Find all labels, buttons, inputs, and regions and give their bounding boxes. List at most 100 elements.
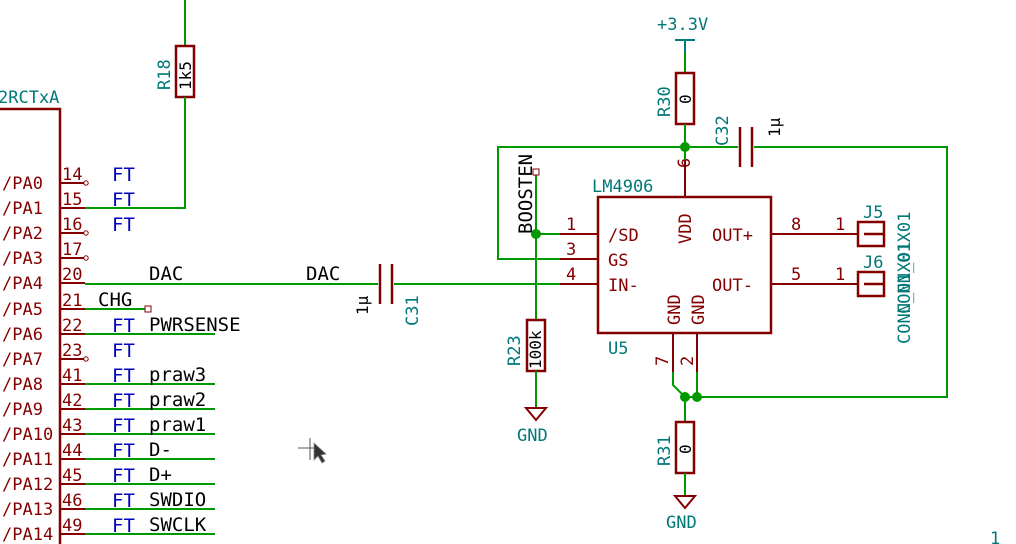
r30-resistor[interactable]: R30 0 xyxy=(655,71,696,160)
gnd-symbol-left[interactable]: GND xyxy=(517,407,549,446)
mcu-pin-name: /PA6 xyxy=(2,325,43,345)
mcu-pin-name: /PA7 xyxy=(2,350,43,370)
mcu-net-label: DAC xyxy=(149,263,183,285)
mcu-net-label: D+ xyxy=(149,464,172,486)
r31-resistor[interactable]: R31 0 xyxy=(655,397,696,496)
r31-value: 0 xyxy=(676,444,695,454)
boosten-junction xyxy=(531,229,541,239)
mcu-pin-number: 49 xyxy=(62,516,82,536)
c32-gnd-return-wire xyxy=(685,146,948,398)
j5-pin-num: 1 xyxy=(835,215,845,235)
mcu-pin-number: 14 xyxy=(62,165,82,185)
u5-pin-vdd-num: 6 xyxy=(675,158,695,168)
mcu-net-label: CHG xyxy=(98,289,132,311)
lm4906-amplifier[interactable]: LM4906 U5 1 3 4 /SD GS IN- 6 VDD 8 5 OUT… xyxy=(560,158,810,372)
c32-reference: C32 xyxy=(713,115,733,146)
u5-pin-outp-name: OUT+ xyxy=(712,226,753,246)
mcu-pin-name: /PA14 xyxy=(2,525,53,544)
mcu-pin-type-tag: FT xyxy=(112,440,135,462)
r18-reference: R18 xyxy=(155,59,175,90)
c32-capacitor[interactable]: C32 1µ xyxy=(713,115,784,167)
u5-pin-gnd1-num: 7 xyxy=(653,356,673,366)
mcu-pin-name: /PA10 xyxy=(2,425,53,445)
mcu-net-label: praw3 xyxy=(149,364,206,386)
gnd-triangle-icon xyxy=(672,495,698,510)
gnd-junction-2 xyxy=(692,392,702,402)
r23-resistor[interactable]: R23 100k xyxy=(505,318,547,408)
mcu-pin-type-tag: FT xyxy=(112,515,135,537)
u5-pin-sd-num: 1 xyxy=(566,215,576,235)
u5-reference: U5 xyxy=(608,339,628,359)
power-label: +3.3V xyxy=(657,15,708,35)
u5-pin-outm-name: OUT- xyxy=(712,276,753,296)
mcu-pin-unconnected-marker xyxy=(83,180,89,186)
mcu-net-label: D- xyxy=(149,439,172,461)
u5-pin-in-num: 4 xyxy=(566,265,576,285)
u5-value: LM4906 xyxy=(592,177,653,197)
mcu-pin-name: /PA9 xyxy=(2,400,43,420)
u5-pin-outp-num: 8 xyxy=(791,215,801,235)
sheet-corner-mark: 1 xyxy=(990,529,1000,544)
r18-resistor[interactable]: R18 1k5 xyxy=(85,0,196,209)
u5-pin-sd-name: /SD xyxy=(608,226,639,246)
gnd-label-right: GND xyxy=(666,513,697,533)
mcu-reference: 2RCTxA xyxy=(0,88,59,108)
j6-value: CONN_01X01 xyxy=(895,212,915,314)
mcu-pin-number: 23 xyxy=(62,341,82,361)
j5-connector[interactable]: 1 J5 xyxy=(810,203,886,248)
j6-connector[interactable]: 1 J6 xyxy=(810,253,886,298)
chg-label-anchor xyxy=(144,305,152,313)
u5-pin-gs-num: 3 xyxy=(566,240,576,260)
u5-pin-in-name: IN- xyxy=(608,276,639,296)
j5-reference: J5 xyxy=(863,203,883,223)
boosten-label-anchor xyxy=(532,168,540,176)
r30-reference: R30 xyxy=(655,86,675,117)
mcu-pin-type-tag: FT xyxy=(112,415,135,437)
j6-pin-num: 1 xyxy=(835,265,845,285)
mcu-net-label: SWCLK xyxy=(149,514,207,536)
mcu-net-label: SWDIO xyxy=(149,489,206,511)
gnd-symbol-right[interactable]: GND xyxy=(666,495,698,533)
c32-value: 1µ xyxy=(765,117,784,137)
mcu-pin-type-tag: FT xyxy=(112,340,135,362)
mcu-pin-type-tag: FT xyxy=(112,365,135,387)
u5-pin-outm-num: 5 xyxy=(791,265,801,285)
gnd-triangle-icon xyxy=(523,407,549,422)
mcu-pin-name: /PA5 xyxy=(2,300,43,320)
c31-value: 1µ xyxy=(353,295,372,315)
power-3v3[interactable]: +3.3V xyxy=(657,15,708,73)
boosten-label: BOOSTEN xyxy=(515,154,537,234)
mcu-pin-number: 17 xyxy=(62,240,82,260)
r31-reference: R31 xyxy=(655,435,675,466)
dac-net-label: DAC xyxy=(306,263,340,285)
mcu-pin-number: 21 xyxy=(62,291,82,311)
mcu-pin-number: 20 xyxy=(62,265,82,285)
mcu-pin-name: /PA3 xyxy=(2,249,43,269)
mcu-pin-number: 45 xyxy=(62,466,82,486)
mcu-pin-number: 22 xyxy=(62,316,82,336)
u5-pin-gnd2-name: GND xyxy=(689,294,709,325)
mcu-pin-name: /PA4 xyxy=(2,274,43,294)
dac-net[interactable]: DAC xyxy=(85,263,560,285)
c31-capacitor[interactable]: C31 1µ xyxy=(353,264,423,326)
u5-pin-gnd2-num: 2 xyxy=(678,356,698,366)
gnd-label-left: GND xyxy=(517,426,548,446)
mcu-pin-number: 15 xyxy=(62,190,82,210)
mcu-pin-name: /PA13 xyxy=(2,500,53,520)
r18-pa1-wire xyxy=(85,97,186,209)
mcu-pin-type-tag: FT xyxy=(112,390,135,412)
boosten-net[interactable]: BOOSTEN xyxy=(515,154,560,320)
mcu-pin-type-tag: FT xyxy=(112,315,135,337)
mouse-cursor-icon xyxy=(298,438,327,464)
mcu-net-label: praw1 xyxy=(149,414,206,436)
c31-reference: C31 xyxy=(403,295,423,326)
u5-pin-gnd1-name: GND xyxy=(665,294,685,325)
mcu-pin-unconnected-marker xyxy=(83,356,89,362)
mcu-pin-unconnected-marker xyxy=(83,230,89,236)
j6-reference: J6 xyxy=(863,253,883,273)
r23-value: 100k xyxy=(526,330,545,369)
gs-feedback-wire xyxy=(497,146,738,260)
